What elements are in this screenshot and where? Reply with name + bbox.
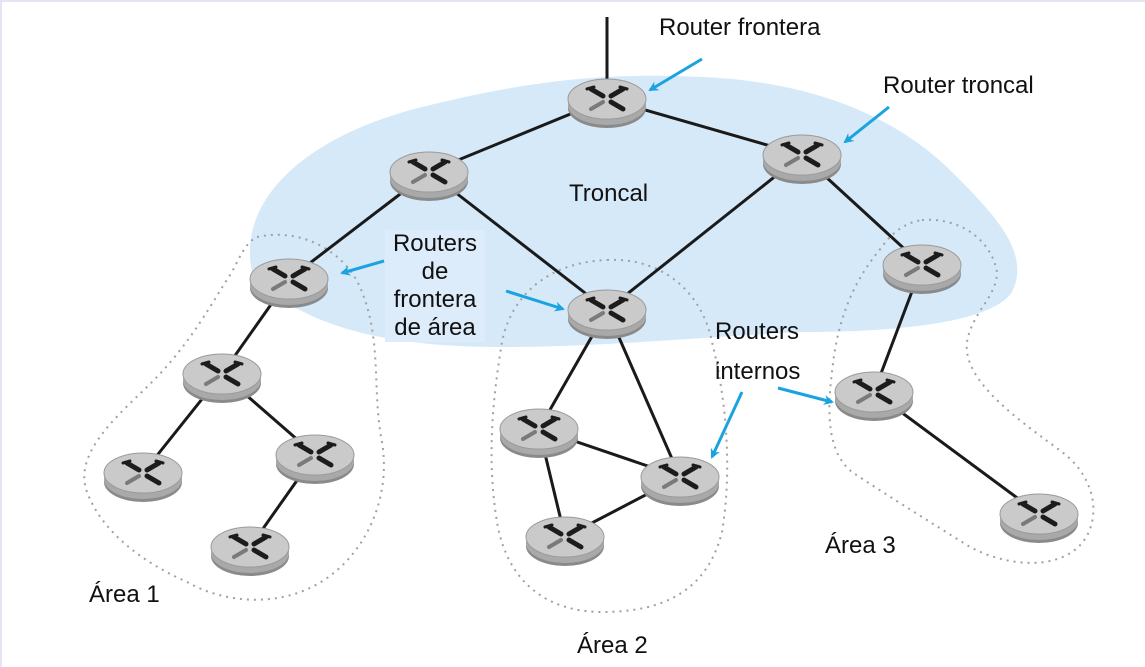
arrow-internal-area3	[777, 386, 834, 405]
arrow-router-frontera	[648, 57, 703, 92]
label-router-frontera: Router frontera	[659, 14, 821, 41]
label-line: Routers	[392, 230, 478, 257]
link-R3-R5	[606, 153, 803, 312]
label-area1: Área 1	[89, 581, 160, 608]
router-icon-internal-router	[641, 457, 719, 506]
router-icon-boundary-router	[568, 79, 646, 128]
router-icon-backbone-router	[390, 152, 468, 201]
router-icon-internal-router	[183, 354, 261, 403]
router-icon-internal-router	[500, 409, 578, 458]
router-icon-backbone-router	[763, 135, 841, 184]
label-line: de	[421, 258, 449, 285]
label-line: Routers	[715, 318, 800, 345]
area1-outline	[83, 233, 385, 601]
label-area2: Área 2	[577, 632, 648, 659]
label-router-troncal: Router troncal	[883, 72, 1034, 99]
router-icon-internal-router	[211, 527, 289, 576]
label-line: frontera	[393, 286, 477, 313]
router-icon-internal-router	[104, 453, 182, 502]
arrow-router-troncal	[843, 105, 890, 144]
link-R2-R5	[428, 170, 608, 312]
label-routers-internos: Routers internos	[715, 318, 800, 386]
label-troncal: Troncal	[569, 180, 649, 207]
arrow-abr-area2	[505, 289, 565, 312]
router-icon-area-border-router	[883, 245, 961, 294]
arrow-abr-area1	[340, 259, 385, 276]
router-icon-internal-router	[526, 517, 604, 566]
label-line: internos	[715, 358, 801, 385]
label-routers-frontera-area: Routers de frontera de área	[385, 230, 485, 342]
router-icon-internal-router	[276, 435, 354, 484]
label-line: de área	[394, 314, 476, 341]
arrow-internal-area2	[710, 391, 744, 459]
router-icon-area-border-router	[250, 259, 328, 308]
router-icon-area-border-router	[568, 290, 646, 339]
label-area3: Área 3	[825, 532, 896, 559]
router-icon-internal-router	[1000, 494, 1078, 543]
router-icon-internal-router	[835, 372, 913, 421]
